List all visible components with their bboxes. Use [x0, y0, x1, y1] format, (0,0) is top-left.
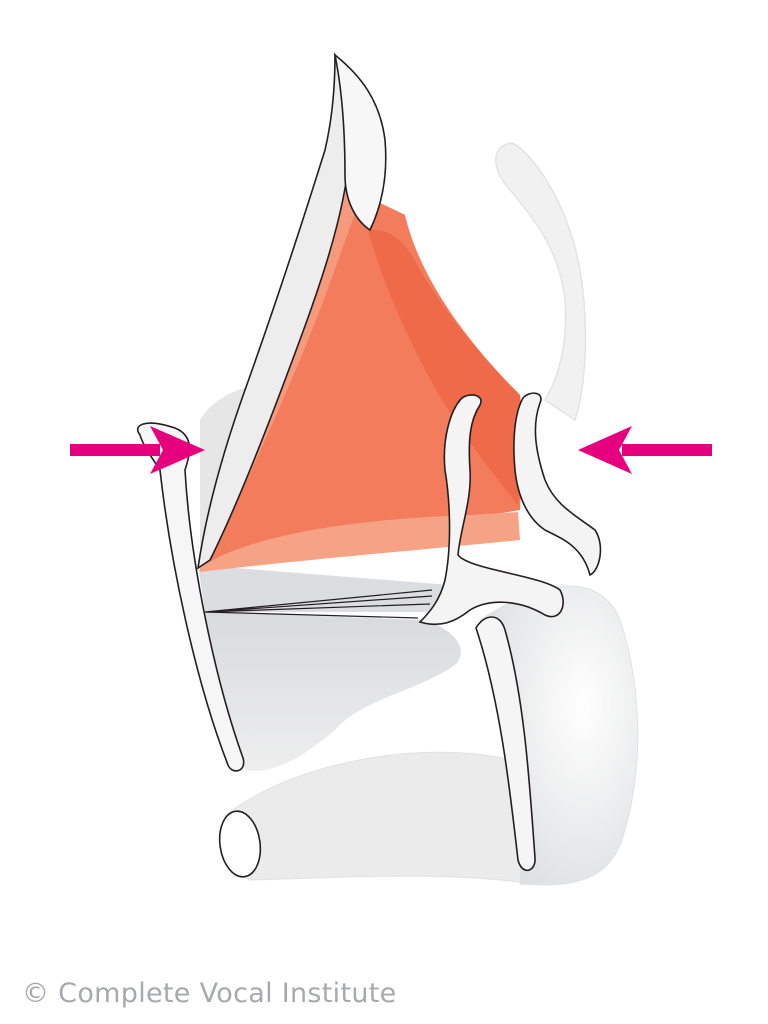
thyroid-front-strip [137, 422, 245, 772]
thyroid-lower-wall [198, 565, 450, 612]
epiglottis-inner [333, 53, 387, 232]
trachea-opening [218, 810, 262, 878]
cricoid-ring [475, 616, 536, 872]
right-arrow-shaft [622, 444, 712, 456]
copyright-text: © Complete Vocal Institute [22, 978, 397, 1009]
left-arrow-head [150, 426, 205, 474]
right-arrow [578, 426, 712, 474]
arytenoid-back [513, 392, 602, 577]
muscle-dark-band [368, 229, 522, 505]
subglottic-area [205, 612, 461, 771]
vocal-fold-lines [204, 589, 433, 619]
muscle-triangle [200, 178, 523, 570]
left-arrow [70, 426, 205, 474]
left-arrow-shaft [70, 444, 160, 456]
right-arrow-head [578, 426, 632, 474]
arytenoid-front [418, 394, 564, 626]
background-cartilage-horn [495, 142, 587, 422]
muscle-light-band [200, 512, 520, 572]
trachea-tube [225, 751, 541, 886]
